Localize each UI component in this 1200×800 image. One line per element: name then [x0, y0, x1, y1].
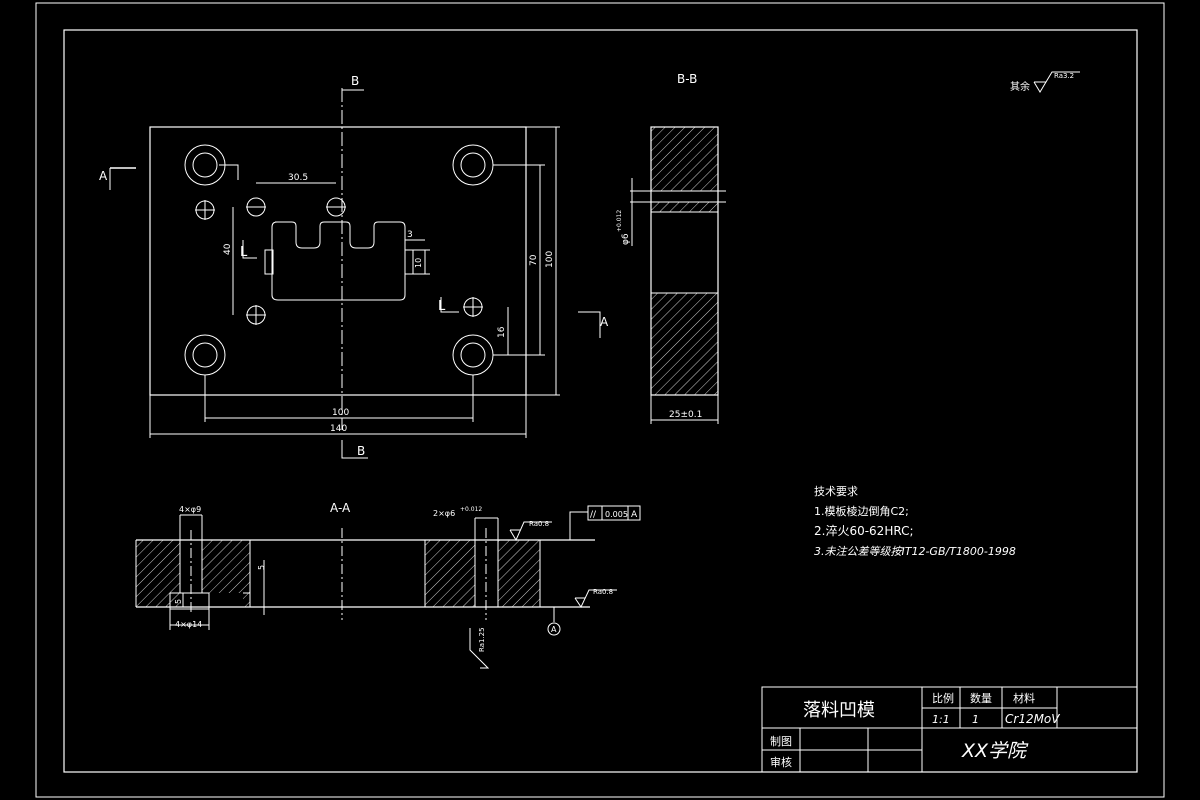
dim-70: 70: [529, 254, 539, 266]
material-label: 材料: [1013, 691, 1035, 705]
L-mark-1: L: [240, 245, 248, 260]
view-bb-label: B-B: [677, 72, 697, 86]
dim-phi6-tol: +0.012: [616, 210, 623, 232]
section-a-left: A: [99, 169, 108, 183]
qty-label: 数量: [970, 692, 992, 705]
drawn-label: 制图: [770, 735, 792, 748]
sheet-inner-border: [63, 29, 1138, 773]
corner-hole-bl-outer: [184, 334, 226, 376]
part-name: 落料凹模: [803, 700, 875, 721]
tol-datum: A: [631, 510, 638, 520]
dim-phi6: φ6: [621, 233, 631, 245]
corner-hole-tr-outer: [452, 144, 494, 186]
bb-outline: [650, 126, 719, 396]
plan-view-text: A A B B B-B L L 30.5 40 3 10 70 100 16 1…: [99, 72, 697, 458]
tech-title: 技术要求: [814, 485, 858, 498]
roughness-other-label: 其余: [1010, 80, 1030, 93]
aa-dim-4x14: 4×φ14: [175, 620, 202, 629]
title-block: [761, 686, 1138, 773]
view-aa-label: A-A: [330, 501, 351, 515]
roughness-note: 其余 Ra3.2: [1010, 71, 1080, 93]
corner-hole-bl-inner: [192, 342, 218, 368]
corner-hole-br-inner: [460, 342, 486, 368]
plate-outline: [149, 126, 527, 396]
ra16-label: Ra1.25: [478, 627, 486, 652]
aa-view: [135, 505, 641, 669]
ra08-top: Ra0.8: [529, 520, 549, 528]
material-value: Cr12MoV: [1005, 712, 1060, 726]
aa-dim-4x9: 4×φ9: [179, 505, 201, 514]
tech-line1: 1.模板棱边倒角C2;: [814, 504, 909, 518]
qty-value: 1: [972, 713, 979, 726]
corner-hole-tl-inner: [192, 152, 218, 178]
tech-line2: 2.淬火60-62HRC;: [814, 523, 914, 538]
dim-3: 3: [407, 230, 413, 240]
bb-view: [630, 126, 726, 424]
dim-25: 25±0.1: [669, 410, 702, 420]
tol-value: 0.005: [605, 510, 628, 519]
section-b-bottom: B: [357, 444, 365, 458]
aa-dim-2x6-tol: +0.012: [460, 506, 482, 513]
sheet-outer-border: [35, 2, 1165, 798]
corner-hole-tr-inner: [460, 152, 486, 178]
dim-30-5: 30.5: [288, 173, 308, 183]
tech-line3: 3.未注公差等级按IT12-GB/T1800-1998: [814, 545, 1016, 558]
aa-dim-5a: 5: [257, 565, 266, 570]
section-a-right: A: [600, 315, 609, 329]
aa-dim-2x6: 2×φ6: [433, 509, 455, 518]
ra08-bottom: Ra0.8: [593, 588, 613, 596]
tech-requirements: 技术要求 1.模板棱边倒角C2; 2.淬火60-62HRC; 3.未注公差等级按…: [814, 485, 1016, 558]
checked-label: 审核: [770, 755, 792, 769]
datum-a: A: [551, 625, 557, 634]
section-b-top: B: [351, 74, 359, 88]
dim-40: 40: [223, 243, 233, 255]
roughness-ra32: Ra3.2: [1054, 72, 1074, 80]
plan-view: [109, 88, 601, 459]
corner-hole-br-outer: [452, 334, 494, 376]
tol-symbol: //: [590, 510, 597, 520]
aa-dim-5b: 5: [174, 599, 183, 604]
dim-16: 16: [497, 326, 507, 338]
dim-140: 140: [330, 424, 347, 434]
school-name: XX学院: [961, 740, 1029, 762]
die-cavity: [271, 221, 406, 301]
dim-100-v: 100: [545, 251, 555, 268]
scale-label: 比例: [932, 691, 954, 705]
L-mark-2: L: [438, 299, 446, 314]
dim-10: 10: [414, 258, 423, 268]
scale-value: 1:1: [932, 713, 950, 726]
dim-100-h: 100: [332, 408, 349, 418]
